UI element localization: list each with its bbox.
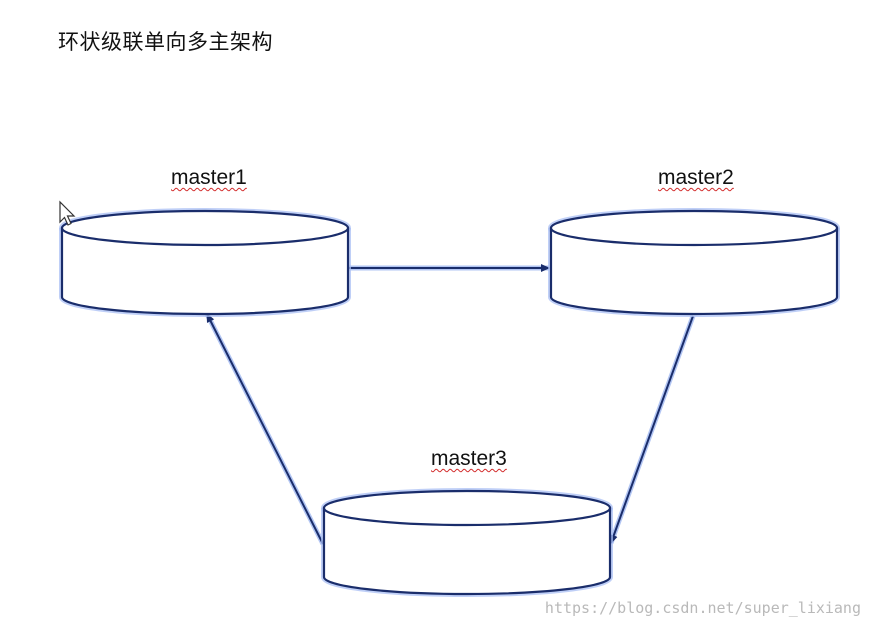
node-label-master2: master2 — [658, 166, 734, 189]
node-label-master1: master1 — [171, 166, 247, 189]
edge-master2-to-master3 — [608, 315, 696, 544]
node-master1 — [59, 208, 351, 317]
edge-master3-to-master1 — [204, 312, 326, 546]
watermark: https://blog.csdn.net/super_lixiang — [544, 599, 861, 617]
node-master2 — [548, 208, 840, 317]
diagram-title: 环状级联单向多主架构 — [58, 30, 273, 54]
node-master3 — [321, 488, 613, 597]
mouse-cursor-icon — [59, 200, 76, 226]
node-label-master3: master3 — [431, 447, 507, 470]
